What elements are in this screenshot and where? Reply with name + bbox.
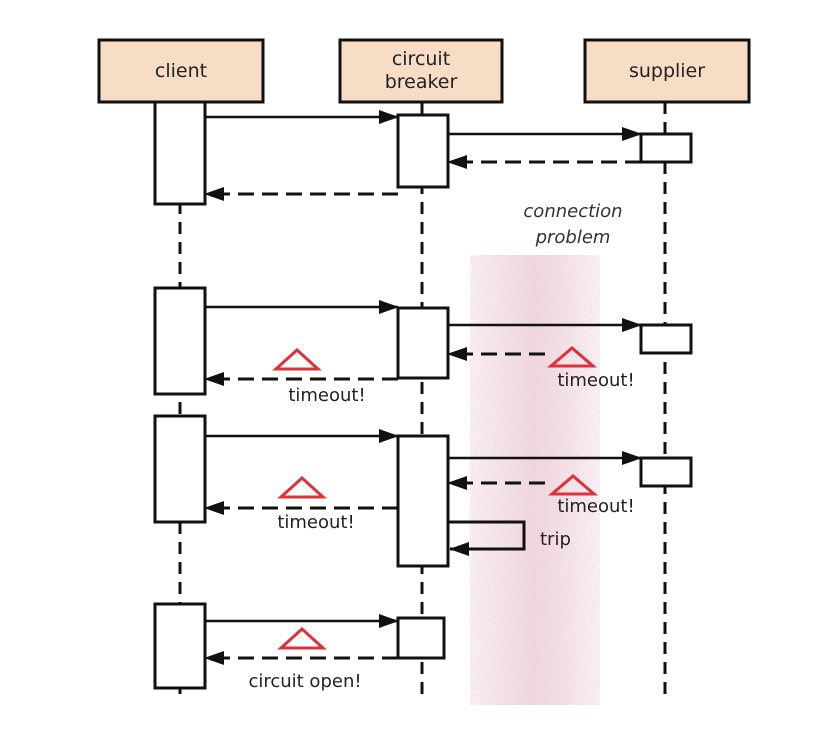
supplier-activation-2 [639, 323, 693, 355]
breaker-participant: circuit breaker [338, 38, 504, 104]
supplier-label: supplier [629, 60, 705, 82]
warning-triangle-icon [277, 626, 327, 650]
timeout-label-client-2: timeout! [288, 385, 365, 406]
breaker-activation-1 [396, 113, 450, 189]
connection-problem-label-line1: connection [523, 201, 622, 222]
client-activation-4 [153, 602, 207, 690]
breaker-activation-3 [396, 434, 450, 568]
timeout-label-client-3: timeout! [277, 512, 354, 533]
supplier-activation-3 [639, 456, 693, 488]
breaker-label-line2: breaker [385, 71, 458, 93]
supplier-activation-1 [639, 132, 693, 164]
timeout-label-supplier-3: timeout! [557, 496, 634, 517]
warning-triangle-icon [277, 475, 327, 499]
circuit-open-label: circuit open! [248, 671, 361, 692]
warning-triangle-icon [547, 474, 599, 496]
breaker-activation-4 [396, 616, 446, 660]
client-activation-1 [153, 100, 207, 206]
breaker-label-line1: circuit [392, 48, 450, 70]
client-activation-3 [153, 414, 207, 524]
trip-self-call-arrow [448, 520, 526, 556]
client-activation-2 [153, 286, 207, 396]
client-label: client [155, 60, 207, 82]
client-participant: client [97, 38, 265, 104]
connection-problem-label-line2: problem [535, 227, 611, 248]
breaker-activation-2 [396, 306, 450, 380]
supplier-participant: supplier [583, 38, 751, 104]
warning-triangle-icon [546, 346, 598, 368]
warning-triangle-icon [272, 347, 322, 371]
trip-label: trip [540, 529, 571, 550]
connection-problem-zone [470, 255, 600, 705]
timeout-label-supplier-2: timeout! [557, 370, 634, 391]
